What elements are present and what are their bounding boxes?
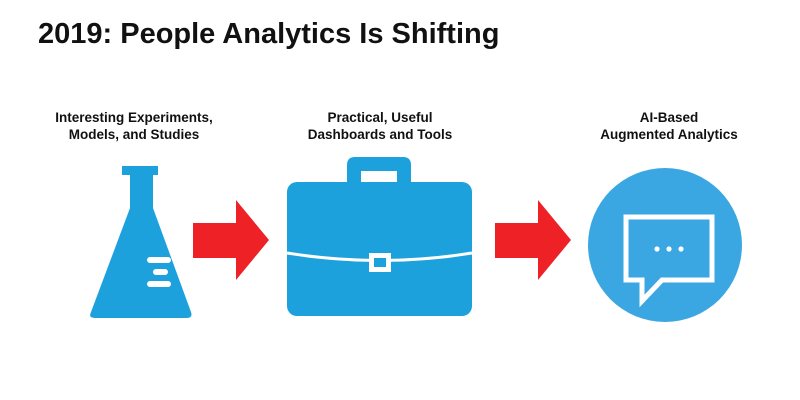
briefcase-body	[287, 182, 472, 316]
flask-measure-line	[147, 281, 171, 287]
step-label-ai-analytics: AI-Based Augmented Analytics	[549, 109, 789, 143]
step-label-line: Models, and Studies	[68, 127, 200, 142]
chat-dot	[678, 246, 684, 252]
flask-body	[90, 166, 192, 318]
step-label-line: AI-Based	[639, 110, 699, 125]
briefcase-clasp-inner	[374, 258, 386, 267]
chat-bubble-outline	[623, 214, 715, 308]
arrow-right-icon	[495, 200, 571, 280]
flask-measure-line	[153, 269, 168, 275]
step-label-line: Augmented Analytics	[600, 127, 738, 142]
step-label-line: Dashboards and Tools	[307, 127, 453, 142]
chat-dot	[666, 246, 672, 252]
flask-icon	[90, 166, 192, 318]
flask-measure-line	[147, 257, 171, 263]
step-label-line: Practical, Useful	[327, 110, 433, 125]
briefcase-handle	[347, 157, 411, 184]
step-label-line: Interesting Experiments,	[55, 110, 213, 125]
chat-circle	[588, 168, 742, 322]
briefcase-icon	[286, 157, 473, 316]
step-label-experiments: Interesting Experiments, Models, and Stu…	[14, 109, 254, 143]
arrow-right-icon	[193, 200, 269, 280]
step-label-dashboards: Practical, Useful Dashboards and Tools	[260, 109, 500, 143]
page-title: 2019: People Analytics Is Shifting	[38, 18, 500, 50]
chat-bubble-icon	[588, 168, 742, 322]
chat-dot	[654, 246, 660, 252]
